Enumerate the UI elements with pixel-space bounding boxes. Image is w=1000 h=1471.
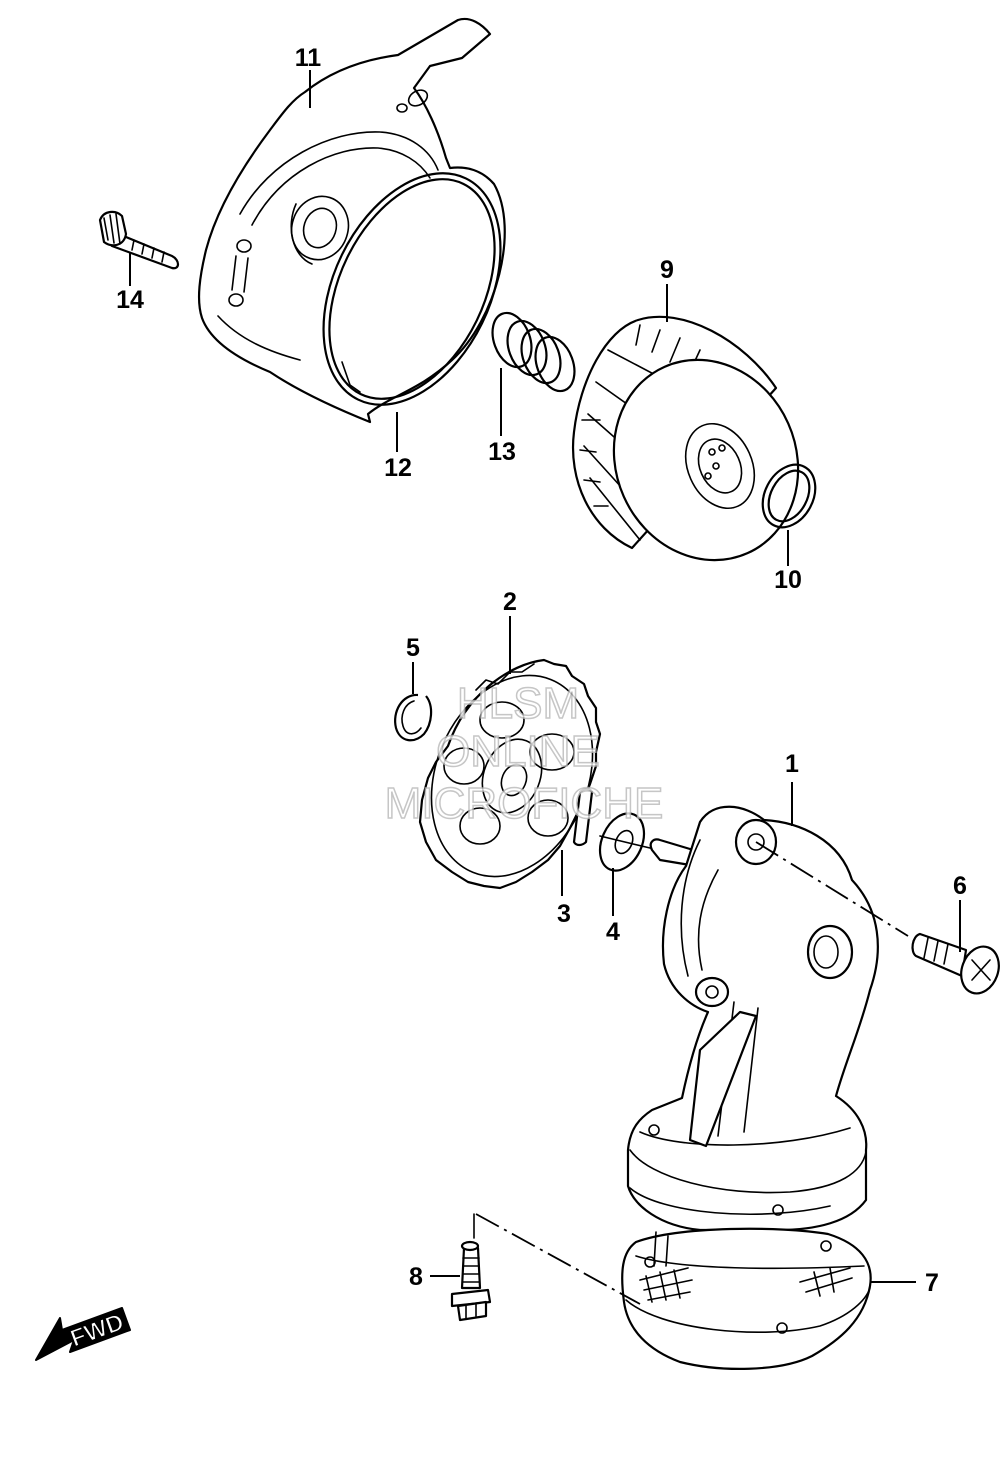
callout-5[interactable]: 5 <box>406 634 420 662</box>
fwd-label: FWD <box>67 1309 128 1353</box>
watermark-line-3: MICROFICHE <box>385 779 664 828</box>
callout-11[interactable]: 11 <box>295 44 322 72</box>
callout-1[interactable]: 1 <box>785 750 799 778</box>
part-10-filter-o-ring[interactable] <box>752 456 825 537</box>
part-7-oil-strainer[interactable] <box>621 1227 872 1370</box>
callout-labels: 1 2 3 4 5 6 7 8 9 10 11 12 13 14 <box>116 44 967 1297</box>
callout-3[interactable]: 3 <box>557 900 571 928</box>
part-9-oil-filter[interactable] <box>572 315 830 590</box>
part-2-pump-driven-gear[interactable] <box>403 651 622 901</box>
callout-6[interactable]: 6 <box>953 872 967 900</box>
watermark-line-2: ONLINE <box>436 727 600 776</box>
fwd-arrow-icon <box>35 1307 131 1361</box>
callout-10[interactable]: 10 <box>774 566 802 594</box>
part-11-clutch-cover[interactable] <box>197 17 506 424</box>
callout-8[interactable]: 8 <box>409 1263 423 1291</box>
part-14-cover-bolt[interactable] <box>98 210 180 270</box>
part-1-oil-pump-assembly[interactable] <box>626 805 879 1232</box>
part-12-gasket-ring[interactable] <box>288 144 536 433</box>
callout-4[interactable]: 4 <box>606 918 620 946</box>
callout-13[interactable]: 13 <box>488 438 516 466</box>
part-8-strainer-bolt[interactable] <box>450 1240 492 1322</box>
part-3-pin[interactable] <box>572 787 594 847</box>
watermark: HLSM ONLINE MICROFICHE <box>384 678 664 829</box>
part-5-circlip[interactable] <box>394 693 433 742</box>
callout-7[interactable]: 7 <box>925 1269 939 1297</box>
callout-9[interactable]: 9 <box>660 256 674 284</box>
fwd-direction-arrow: FWD <box>35 1307 131 1361</box>
leader-lines <box>129 70 961 1283</box>
callout-14[interactable]: 14 <box>116 286 144 314</box>
alignment-lines <box>473 835 909 1305</box>
watermark-line-1: HLSM <box>457 679 579 728</box>
part-6-mounting-bolt[interactable] <box>911 932 1000 999</box>
part-13-filter-spring[interactable] <box>486 308 582 397</box>
callout-12[interactable]: 12 <box>384 454 412 482</box>
callout-2[interactable]: 2 <box>503 588 517 616</box>
part-4-washer[interactable] <box>592 806 653 877</box>
